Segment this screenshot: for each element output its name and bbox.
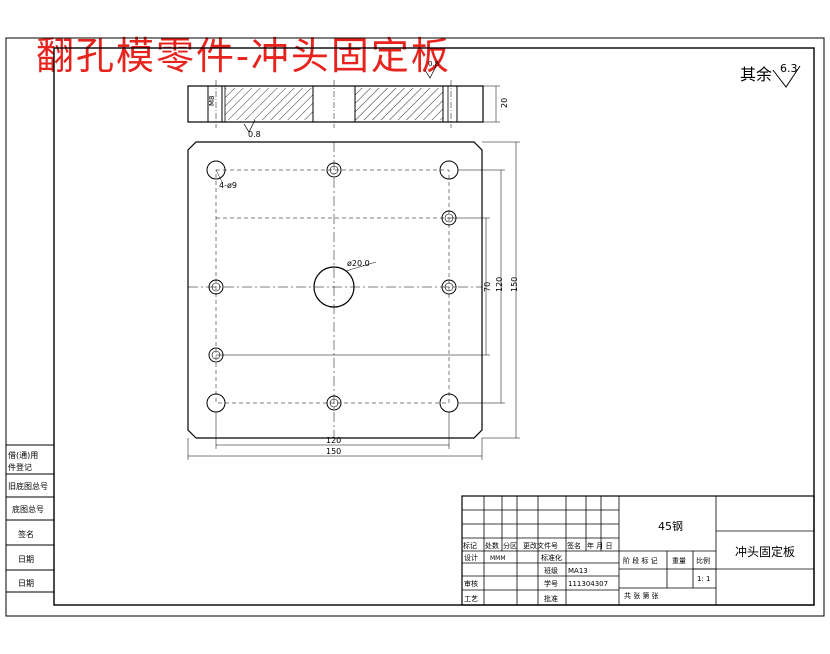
scale-value: 1: 1 bbox=[697, 575, 711, 583]
checker-label: 审核 bbox=[464, 579, 478, 588]
side-view: M8 20 0.8 0.8 bbox=[187, 60, 509, 139]
class-label: 班级 bbox=[544, 566, 558, 575]
roughness-value: 6.3 bbox=[780, 62, 798, 75]
inner-frame bbox=[53, 47, 815, 606]
center-hole-note: ø20.0 bbox=[347, 259, 370, 268]
title-block-text: 45钢 冲头固定板 标记 处数 分区 更改文件号 签名 年 月 日 设计 MMM… bbox=[463, 520, 795, 603]
hdr-zone: 分区 bbox=[503, 541, 517, 550]
outer-frame bbox=[5, 37, 825, 617]
student-value: 111304307 bbox=[568, 580, 608, 588]
left-row-6: 日期 bbox=[18, 555, 34, 564]
sheet-info: 共 张 第 张 bbox=[624, 591, 659, 600]
hdr-doc: 更改文件号 bbox=[523, 541, 558, 550]
designer-label: 设计 bbox=[464, 553, 478, 562]
left-row-7: 日期 bbox=[18, 579, 34, 588]
side-thickness: 20 bbox=[500, 98, 509, 108]
left-row-2: 件登记 bbox=[8, 462, 32, 472]
hdr-mark: 标记 bbox=[463, 541, 477, 550]
title-block bbox=[461, 495, 815, 606]
left-record-block: 借(通)用 件登记 旧底图总号 底图总号 签名 日期 日期 bbox=[6, 444, 54, 593]
dim-h-outer: 150 bbox=[326, 447, 341, 456]
roughness-note: 其余 6.3 bbox=[740, 62, 801, 88]
front-view: ø20.0 4-ø9 70 120 150 120 150 bbox=[187, 141, 520, 460]
side-hole-note: M8 bbox=[208, 96, 216, 107]
left-row-3: 旧底图总号 bbox=[8, 481, 48, 491]
hole-pattern-note: 4-ø9 bbox=[219, 181, 237, 190]
dim-v-inner: 70 bbox=[483, 282, 492, 292]
banner-title: 翻孔模零件-冲头固定板 bbox=[36, 34, 451, 78]
hdr-sign: 签名 bbox=[567, 541, 581, 550]
dim-v-mid: 120 bbox=[495, 277, 504, 292]
part-name: 冲头固定板 bbox=[735, 544, 795, 559]
scale-label: 比例 bbox=[696, 556, 710, 565]
stage-label: 阶 段 标 记 bbox=[623, 556, 658, 565]
craft-label: 工艺 bbox=[464, 595, 478, 603]
standard-label: 标准化 bbox=[541, 553, 562, 562]
left-row-5: 签名 bbox=[18, 529, 34, 539]
side-chamfer-note: 0.8 bbox=[248, 130, 261, 139]
approve-label: 批准 bbox=[544, 594, 558, 603]
side-roughness-top: 0.8 bbox=[428, 60, 439, 68]
dim-h-inner: 120 bbox=[326, 436, 341, 445]
student-label: 学号 bbox=[544, 579, 558, 588]
roughness-prefix: 其余 bbox=[740, 65, 772, 84]
left-row-1: 借(通)用 bbox=[8, 450, 38, 460]
dim-v-outer: 150 bbox=[510, 277, 519, 292]
designer-name: MMM bbox=[490, 555, 506, 562]
hdr-ymd: 年 月 日 bbox=[587, 541, 612, 550]
class-value: MA13 bbox=[568, 567, 588, 575]
weight-label: 重量 bbox=[672, 557, 686, 565]
material: 45钢 bbox=[658, 520, 683, 533]
left-row-4: 底图总号 bbox=[12, 504, 44, 514]
hdr-count: 处数 bbox=[485, 541, 499, 550]
